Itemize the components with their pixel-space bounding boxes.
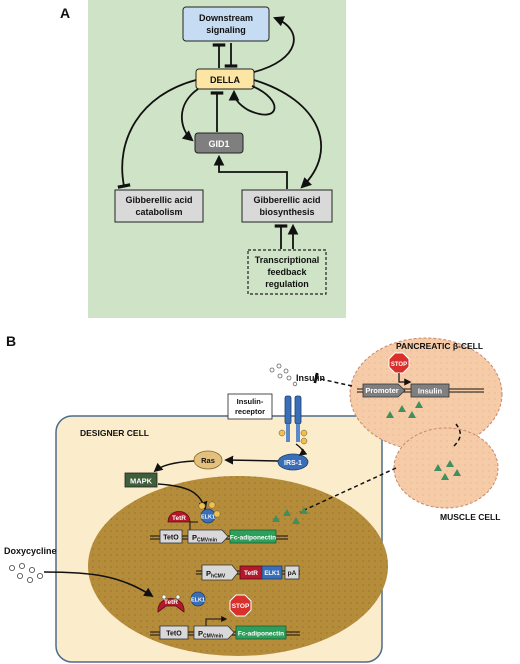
panel-b-letter: B: [6, 333, 16, 349]
bottom-tetr-label: TetR: [164, 599, 178, 606]
elk1-phospho-3: [213, 510, 221, 518]
designer-cell-label: DESIGNER CELL: [80, 428, 149, 438]
nucleus-stop-sign: STOP: [229, 594, 252, 617]
receptor-phospho-2: [300, 429, 308, 437]
bottom-gene-construct: TetO PCMVmin Fc-adiponectin: [150, 625, 300, 640]
ras-to-mapk-arrow: [153, 460, 195, 473]
irs1-label: IRS-1: [284, 460, 302, 467]
edge-della-self-loop: [228, 85, 276, 116]
ga-catabolism-line2: catabolism: [135, 207, 182, 217]
muscle-to-nucleus-dashed: [299, 467, 397, 513]
nucleus-stop-connector: [205, 616, 228, 626]
ras-label: Ras: [201, 456, 215, 465]
edge-della-inhibits-catabolism: [117, 79, 197, 189]
muscle-cell: [393, 427, 499, 509]
doxycycline-molecules: [8, 562, 44, 584]
pancreatic-to-muscle-dashed: [453, 423, 461, 447]
muscle-adiponectin-triangles: [434, 460, 461, 480]
mid-elk1-label: ELK1: [264, 571, 280, 577]
pancreatic-stop-sign: STOP: [388, 352, 410, 374]
edge-biosynthesis-to-gid1: [213, 154, 288, 189]
top-tetr-label: TetR: [172, 515, 186, 522]
pancreatic-stop-connector: [398, 373, 412, 386]
top-pcmvmin-label: PCMVmin: [192, 533, 217, 544]
transcriptional-feedback-node: Transcriptional feedback regulation: [247, 249, 327, 295]
downstream-line2: signaling: [206, 25, 246, 35]
dox-bound-tetr-elk1: TetR ELK1: [157, 591, 206, 613]
pancreatic-insulin-triangles: [386, 401, 423, 418]
insulin-receptor-label-box: Insulin- receptor: [227, 393, 273, 420]
panel-a-letter: A: [60, 5, 70, 21]
promoter-arrow: [362, 383, 406, 398]
mapk-label: MAPK: [130, 477, 153, 486]
elk1-phospho-2: [208, 501, 216, 509]
pancreatic-stop-label: STOP: [391, 362, 407, 368]
tetr-elk1-expression-construct: PhCMV TetR ELK1 pA: [196, 564, 300, 581]
mid-pcmv-label: PhCMV: [206, 569, 226, 580]
receptor-phospho-1: [278, 429, 286, 437]
insulin-label: Insulin: [296, 373, 325, 383]
ga-biosynthesis-node: Gibberellic acid biosynthesis: [241, 189, 333, 223]
pancreatic-insulin-release-dashed: [313, 372, 353, 387]
ga-biosynthesis-line1: Gibberellic acid: [253, 195, 320, 205]
edge-della-activates-biosynthesis: [253, 79, 322, 189]
receptor-phospho-3: [300, 437, 308, 445]
bottom-fc-adiponectin-label: Fc-adiponectin: [238, 631, 284, 638]
insulin-molecules: [269, 363, 298, 387]
top-teto-label: TetO: [163, 535, 179, 542]
transcriptional-line1: Transcriptional: [255, 255, 320, 265]
promoter-label: Promoter: [365, 386, 398, 395]
edge-della-to-gid1: [181, 88, 199, 142]
insulin-gene-label: Insulin: [418, 387, 443, 396]
irs1-protein: IRS-1: [277, 453, 309, 471]
ga-catabolism-line1: Gibberellic acid: [125, 195, 192, 205]
bottom-pcmvmin-label: PCMVmin: [198, 629, 223, 640]
activated-tetr-elk1: TetR ELK1: [167, 501, 221, 524]
doxycycline-label: Doxycycline: [4, 546, 57, 556]
bound-dox-2: [175, 594, 181, 600]
receptor-to-irs1-arrow: [295, 443, 308, 456]
gid1-label: GID1: [208, 139, 229, 149]
nucleus-stop-label: STOP: [232, 603, 250, 610]
insulin-receptor-line1: Insulin-: [237, 397, 264, 406]
edge-della-activates-downstream: [253, 16, 295, 73]
panel-a-edges: [117, 16, 322, 249]
elk1-phospho-1: [198, 502, 206, 510]
ga-biosynthesis-line2: biosynthesis: [259, 207, 314, 217]
bottom-teto-label: TetO: [166, 631, 182, 638]
downstream-signaling-node: Downstream signaling: [182, 6, 270, 42]
mid-tetr-label: TetR: [244, 570, 258, 577]
nucleus-texture: [88, 476, 388, 656]
ga-catabolism-node: Gibberellic acid catabolism: [114, 189, 204, 223]
bottom-elk1-label: ELK1: [191, 598, 205, 604]
secreted-adiponectin-triangles: [272, 507, 308, 524]
top-fc-adiponectin-label: Fc-adiponectin: [230, 535, 276, 542]
mapk-protein: MAPK: [124, 472, 158, 488]
insulin-receptor-line2: receptor: [235, 407, 265, 416]
downstream-line1: Downstream: [199, 13, 253, 23]
bound-dox-1: [161, 594, 167, 600]
top-transcription-arrow: [189, 521, 198, 530]
irs1-to-ras-arrow: [224, 455, 279, 465]
transcriptional-line3: regulation: [265, 279, 309, 289]
della-label: DELLA: [210, 75, 240, 85]
muscle-cell-label: MUSCLE CELL: [440, 512, 500, 522]
pancreatic-cell-label: PANCREATIC β-CELL: [396, 341, 483, 351]
top-elk1-label: ELK1: [201, 515, 215, 521]
pancreatic-insulin-gene: Promoter Insulin: [357, 383, 484, 398]
top-gene-construct: TetO PCMVmin Fc-adiponectin: [150, 521, 288, 544]
mid-pa-label: pA: [288, 570, 297, 577]
gid1-node: GID1: [194, 132, 244, 154]
insulin-receptor: [278, 395, 308, 445]
doxycycline-entry-arrow: [43, 571, 154, 598]
transcriptional-line2: feedback: [267, 267, 307, 277]
della-node: DELLA: [195, 68, 255, 90]
ras-protein: Ras: [193, 450, 223, 470]
